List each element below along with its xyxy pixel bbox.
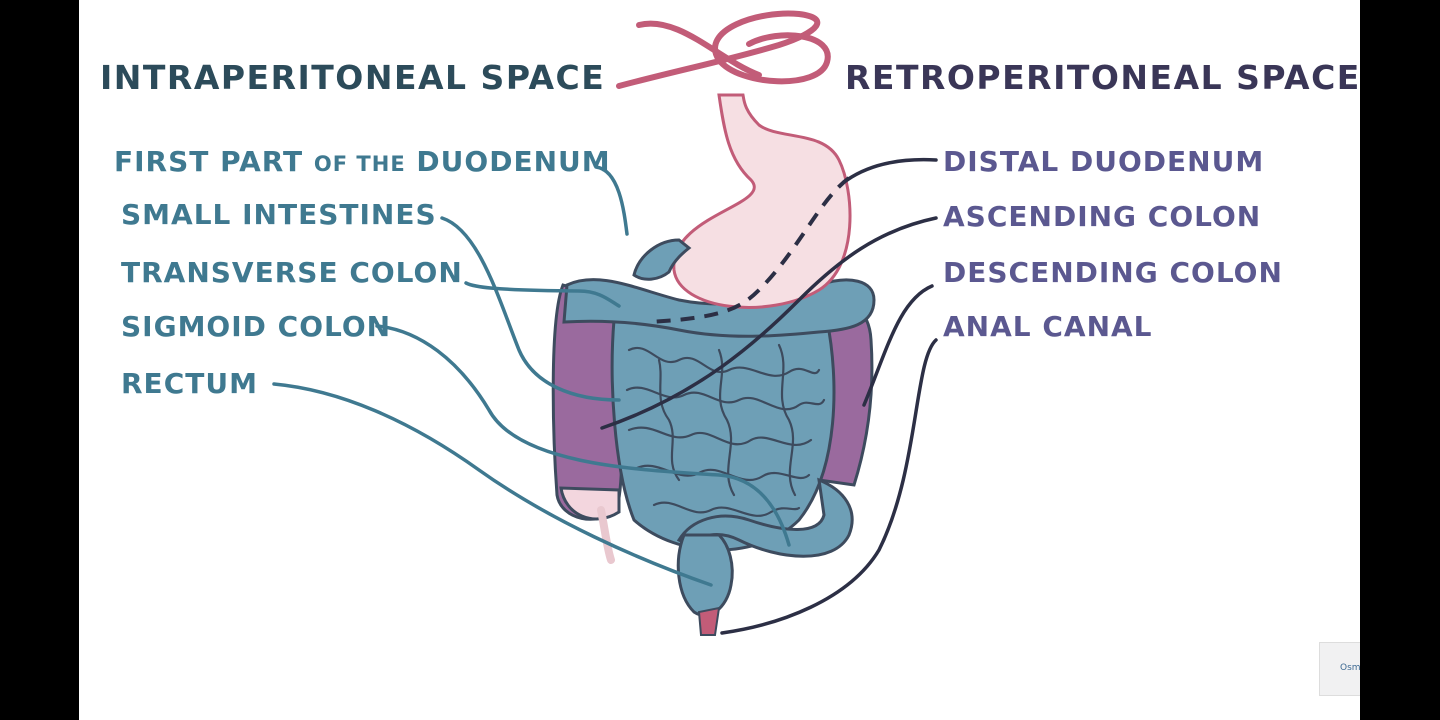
appendix-shape	[597, 506, 615, 564]
label-duodenum: DUODENUM	[416, 145, 611, 178]
label-rectum: RECTUM	[121, 367, 258, 400]
label-distal-duodenum: DISTAL DUODENUM	[943, 145, 1265, 178]
label-sigmoid-colon: SIGMOID COLON	[121, 310, 392, 343]
gi-tract-illustration	[272, 10, 938, 636]
anal-canal-shape	[697, 606, 721, 636]
peritoneum-symbol-icon	[616, 10, 831, 89]
distal-duodenum-dashed-line	[648, 176, 851, 324]
intraperitoneal-leader-lines	[272, 165, 791, 587]
intraperitoneal-heading: INTRAPERITONEAL SPACE	[100, 58, 606, 97]
label-first-part-of-duodenum: FIRST PART OF THE DUODENUM	[114, 145, 611, 178]
retroperitoneal-heading: RETROPERITONEAL SPACE	[845, 58, 1360, 97]
label-descending-colon: DESCENDING COLON	[943, 256, 1283, 289]
label-of-the: OF THE	[313, 152, 406, 176]
video-frame: INTRAPERITONEAL SPACE RETROPERITONEAL SP…	[79, 0, 1360, 720]
label-first-part: FIRST PART	[114, 145, 304, 178]
watermark-text: Osmosis	[1340, 663, 1360, 673]
osmosis-watermark: Osmosis	[1319, 642, 1360, 696]
label-ascending-colon: ASCENDING COLON	[943, 200, 1262, 233]
retroperitoneal-leader-lines	[600, 157, 938, 635]
duodenum-first-part-shape	[632, 238, 692, 281]
label-anal-canal: ANAL CANAL	[943, 310, 1153, 343]
label-transverse-colon: TRANSVERSE COLON	[121, 256, 463, 289]
label-small-intestines: SMALL INTESTINES	[121, 198, 437, 231]
